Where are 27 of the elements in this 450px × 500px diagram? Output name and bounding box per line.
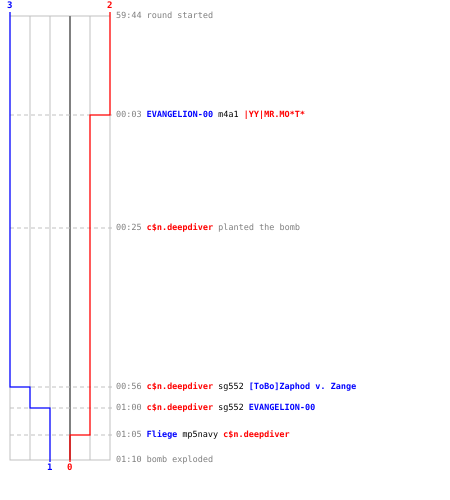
weapon-name: sg552 xyxy=(218,403,244,413)
timestamp: 00:56 xyxy=(116,382,142,392)
team-count: 3 xyxy=(7,1,12,11)
weapon-name: m4a1 xyxy=(218,110,239,120)
player-name: c$n.deepdiver xyxy=(146,382,214,392)
event-text: round started xyxy=(146,11,214,21)
team-count: 1 xyxy=(47,463,52,473)
event-text: bomb exploded xyxy=(146,455,214,465)
player-name: [ToBo]Zaphod v. Zange xyxy=(248,382,356,392)
event-text: planted the bomb xyxy=(218,223,300,233)
player-name: EVANGELION-00 xyxy=(248,403,316,413)
player-name: c$n.deepdiver xyxy=(146,223,214,233)
team-count: 0 xyxy=(67,463,72,473)
weapon-name: sg552 xyxy=(218,382,244,392)
timestamp: 01:00 xyxy=(116,403,142,413)
timestamp: 01:10 xyxy=(116,455,142,465)
team-count: 2 xyxy=(107,1,112,11)
weapon-name: mp5navy xyxy=(182,430,218,440)
player-name: EVANGELION-00 xyxy=(146,110,214,120)
timestamp: 59:44 xyxy=(116,11,142,21)
timestamp: 00:25 xyxy=(116,223,142,233)
timestamp: 00:03 xyxy=(116,110,142,120)
player-name: c$n.deepdiver xyxy=(223,430,290,440)
player-name: Fliege xyxy=(146,430,178,440)
timestamp: 01:05 xyxy=(116,430,142,440)
player-name: c$n.deepdiver xyxy=(146,403,214,413)
player-name: |YY|MR.MO*T* xyxy=(244,110,306,120)
